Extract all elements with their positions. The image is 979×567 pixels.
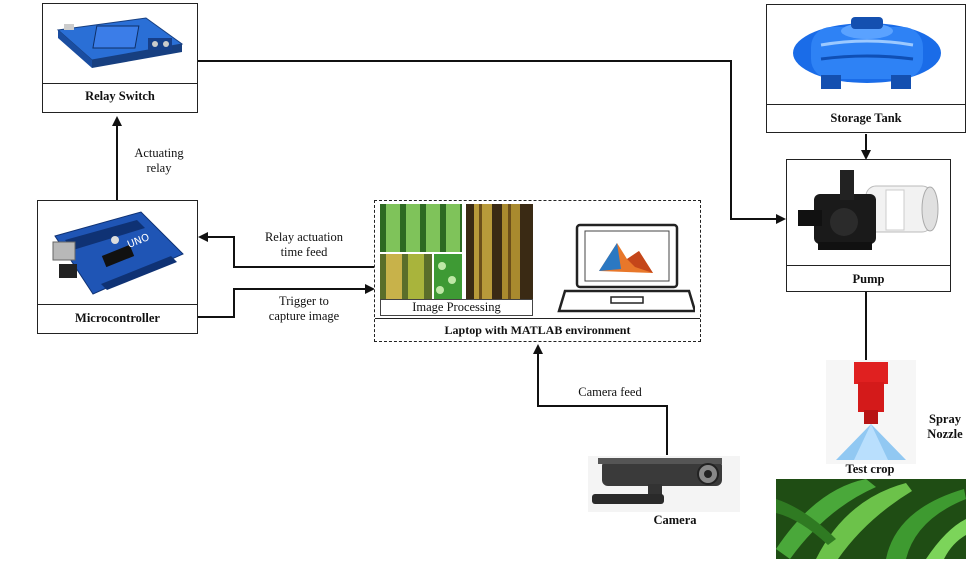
edge-camera-to-laptop xyxy=(533,344,668,455)
camera-label: Camera xyxy=(653,513,697,527)
pump-box: Pump xyxy=(786,159,951,292)
edge-relay-to-pump xyxy=(198,60,786,224)
relay-switch-box: Relay Switch xyxy=(42,3,198,113)
camera-feed-label: Camera feed xyxy=(578,385,642,399)
storage-tank-label: Storage Tank xyxy=(830,111,902,125)
arduino-board-icon: UNO xyxy=(52,211,184,295)
relay-actuation-label: Relay actuation time feed xyxy=(248,230,360,260)
microcontroller-box: UNO Microcontroller xyxy=(37,200,198,334)
leaf-samples-image xyxy=(380,204,533,300)
relay-switch-label: Relay Switch xyxy=(85,89,155,103)
crop-leaves-photo xyxy=(776,479,966,559)
spray-line2: Nozzle xyxy=(927,427,963,441)
trigger-line2: capture image xyxy=(268,309,340,323)
pump-label: Pump xyxy=(852,272,885,286)
image-processing-label: Image Processing xyxy=(380,299,533,316)
actuating-relay-label: Actuating relay xyxy=(122,146,196,176)
trigger-line1: Trigger to xyxy=(279,294,329,308)
storage-tank-box: Storage Tank xyxy=(766,4,966,133)
laptop-matlab-icon xyxy=(557,223,695,313)
spray-nozzle-icon xyxy=(826,360,916,464)
edge-laptop-to-micro xyxy=(198,232,375,268)
spray-nozzle-label: Spray Nozzle xyxy=(914,412,976,442)
edge-micro-to-laptop xyxy=(198,284,375,318)
relay-actuation-line1: Relay actuation xyxy=(264,230,344,244)
water-pump-icon xyxy=(798,170,939,250)
microcontroller-label: Microcontroller xyxy=(75,311,160,325)
trigger-label: Trigger to capture image xyxy=(248,294,360,324)
laptop-matlab-label: Laptop with MATLAB environment xyxy=(444,323,631,337)
water-tank-icon xyxy=(793,17,941,89)
relay-module-icon xyxy=(56,17,184,68)
cctv-camera-icon xyxy=(588,456,740,512)
actuating-relay-line2: relay xyxy=(146,161,172,175)
laptop-matlab-box: Image Processing Laptop with MATLAB envi… xyxy=(374,200,701,342)
test-crop-label: Test crop xyxy=(845,462,895,476)
actuating-relay-line1: Actuating xyxy=(134,146,184,160)
image-processing-panel: Image Processing xyxy=(380,204,533,316)
spray-line1: Spray xyxy=(929,412,961,426)
relay-actuation-line2: time feed xyxy=(280,245,328,259)
